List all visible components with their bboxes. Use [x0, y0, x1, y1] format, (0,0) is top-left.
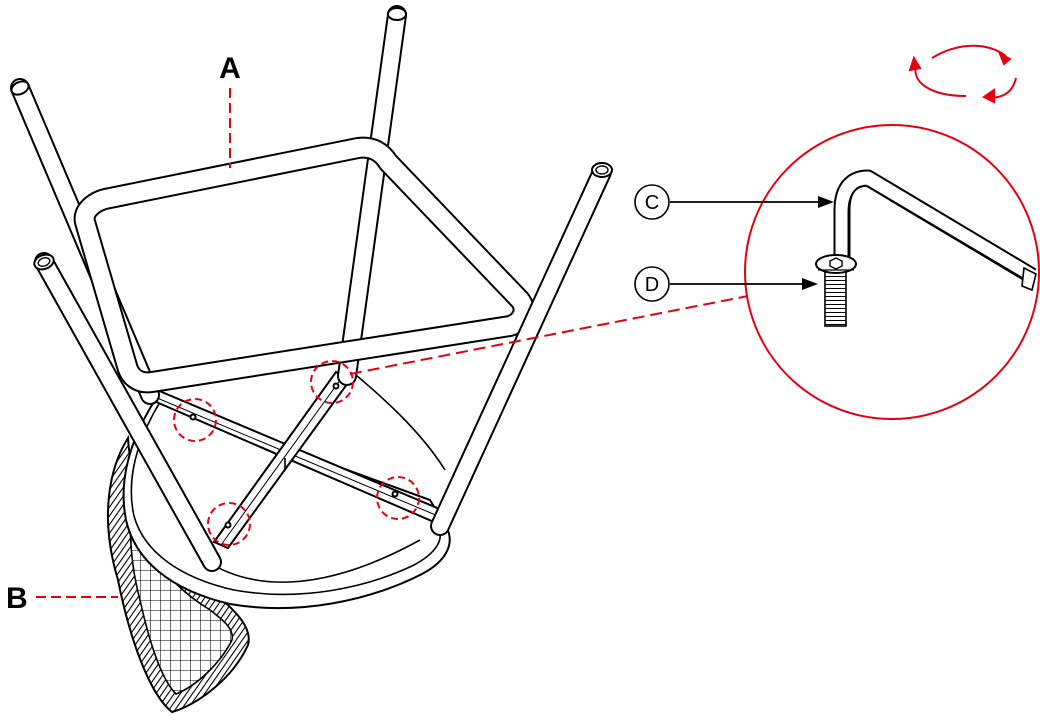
- screw-markers: [173, 360, 420, 546]
- callout-a: A: [219, 52, 241, 168]
- label-d: D: [645, 274, 659, 296]
- screw-marker: [173, 398, 217, 442]
- cross-stretchers: [145, 370, 444, 550]
- label-a: A: [219, 52, 241, 85]
- label-c: C: [645, 192, 659, 214]
- seat-frame: [73, 136, 535, 394]
- rotate-arrows-icon: [908, 44, 1017, 104]
- chair-legs-front: [33, 162, 613, 572]
- callout-c: C: [634, 184, 834, 220]
- detail-leader: [349, 295, 749, 375]
- detail-view: [744, 124, 1040, 420]
- screw-marker: [376, 476, 420, 520]
- chair-legs-back: [10, 5, 407, 405]
- allen-key-icon: [833, 169, 1037, 292]
- screw-icon: [815, 254, 857, 327]
- screw-marker: [207, 502, 251, 546]
- callout-d: D: [634, 266, 818, 302]
- label-b: B: [6, 582, 28, 615]
- callout-b: B: [6, 582, 118, 615]
- screw-marker: [310, 360, 354, 404]
